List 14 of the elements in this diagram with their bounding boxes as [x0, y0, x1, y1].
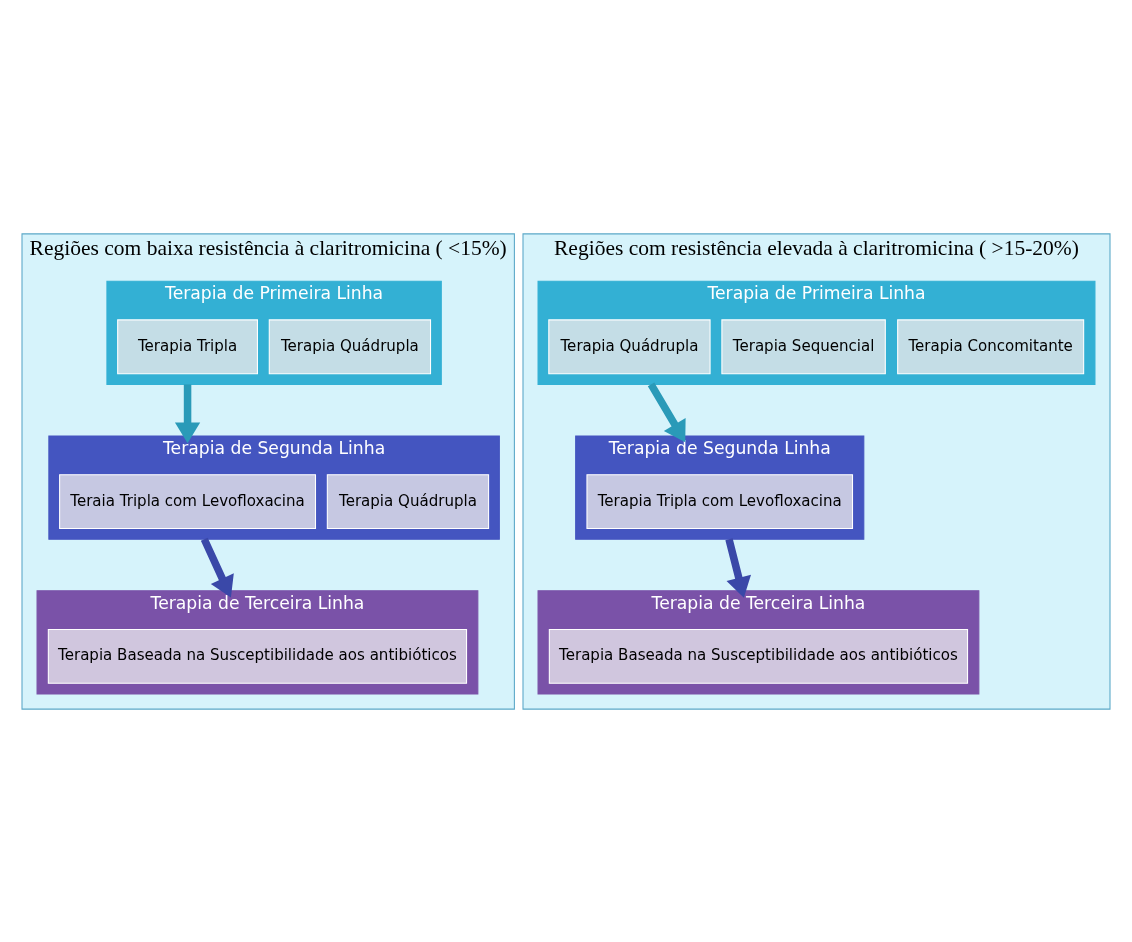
node-box: Terapia Tripla com Levofloxacina [586, 473, 854, 529]
node-box: Terapia Quádrupla [268, 318, 432, 374]
node-box: Terapia Sequencial [721, 318, 886, 374]
arrow [200, 537, 234, 597]
arrow [725, 537, 752, 598]
arrow [647, 382, 686, 442]
node-box: Terapia Baseada na Susceptibilidade aos antibióticos [548, 628, 969, 684]
arrow [174, 383, 201, 443]
node-box: Terapia Tripla [117, 318, 258, 374]
node-box: Teraia Tripla com Levofloxacina [59, 473, 317, 529]
node-box: Terapia Quádrupla [326, 473, 490, 529]
node-box: Terapia Concomitante [897, 318, 1085, 374]
node-box: Terapia Baseada na Susceptibilidade aos antibióticos [47, 628, 468, 684]
node-box: Terapia Quádrupla [548, 318, 711, 374]
